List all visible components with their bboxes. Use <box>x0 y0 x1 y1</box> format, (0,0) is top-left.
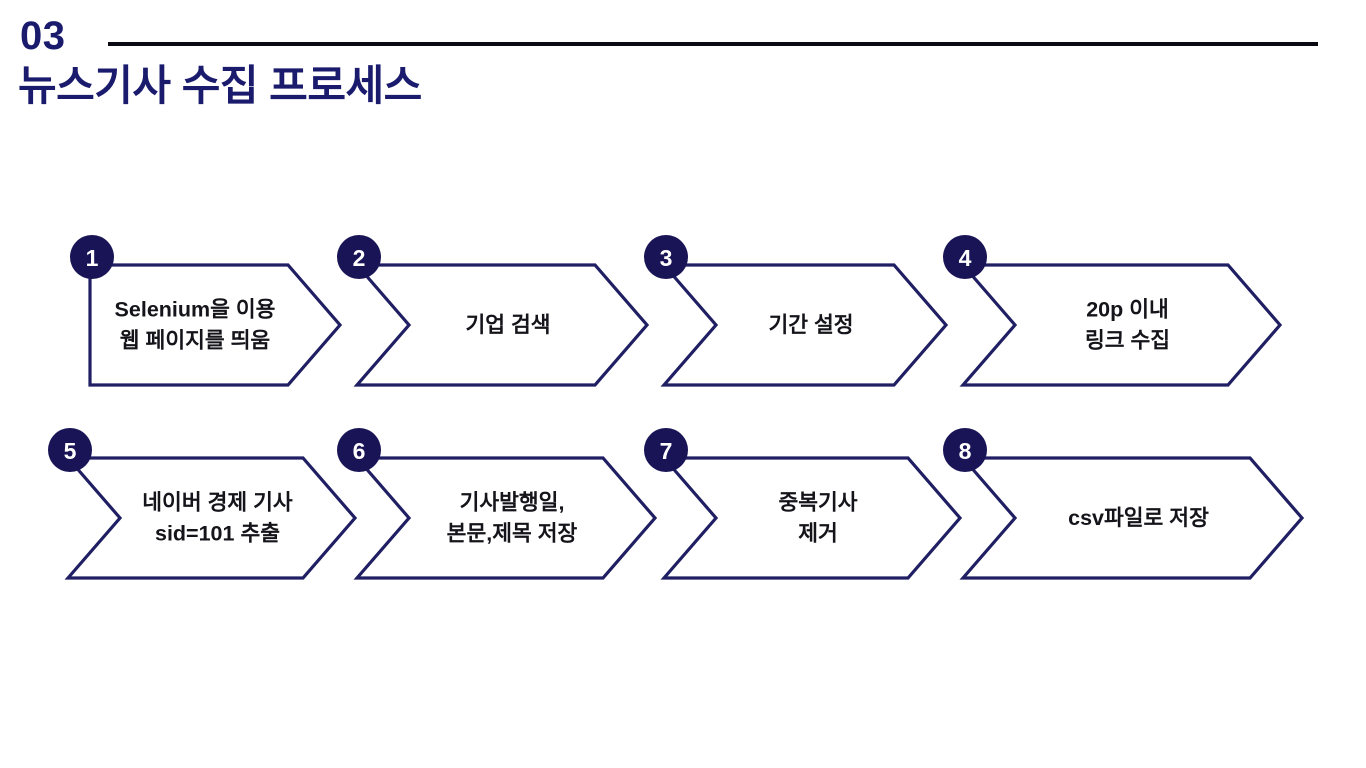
step-label-8: csv파일로 저장 <box>1068 506 1209 530</box>
section-number: 03 <box>20 14 66 58</box>
chevron-shape-6[interactable] <box>353 456 658 580</box>
step-badge-number-4: 4 <box>959 245 972 271</box>
header-divider-rule <box>108 42 1318 46</box>
step-label-line: 20p 이내 <box>1086 298 1169 322</box>
step-label-line: 웹 페이지를 띄움 <box>120 329 271 353</box>
step-badge-4[interactable] <box>943 235 987 279</box>
slide-header: 03 뉴스기사 수집 프로세스 <box>0 0 1366 140</box>
chevron-shape-4[interactable] <box>959 263 1283 387</box>
step-label-line: Selenium을 이용 <box>115 298 276 322</box>
process-step-5[interactable]: 네이버 경제 기사 sid=101 추출 5 <box>48 428 358 580</box>
step-label-line: 본문,제목 저장 <box>447 522 578 546</box>
chevron-shape-7[interactable] <box>660 456 963 580</box>
step-label-line: csv파일로 저장 <box>1068 506 1209 530</box>
step-badge-number-2: 2 <box>353 245 366 271</box>
step-label-line: 네이버 경제 기사 <box>142 491 293 515</box>
step-badge-7[interactable] <box>644 428 688 472</box>
step-label-3: 기간 설정 <box>768 313 853 337</box>
step-badge-number-8: 8 <box>959 438 972 464</box>
step-badge-1[interactable] <box>70 235 114 279</box>
step-badge-5[interactable] <box>48 428 92 472</box>
step-label-line: 링크 수집 <box>1085 329 1170 353</box>
step-badge-8[interactable] <box>943 428 987 472</box>
step-label-line: 기간 설정 <box>768 313 853 337</box>
step-label-2: 기업 검색 <box>465 313 550 337</box>
step-badge-number-6: 6 <box>353 438 366 464</box>
chevron-shape-8[interactable] <box>959 456 1305 580</box>
process-step-3[interactable]: 기간 설정 3 <box>644 235 949 387</box>
step-label-line: 제거 <box>798 522 838 546</box>
chevron-shape-2[interactable] <box>353 263 650 387</box>
step-badge-6[interactable] <box>337 428 381 472</box>
step-label-line: 중복기사 <box>778 491 857 515</box>
step-badge-number-1: 1 <box>86 245 99 271</box>
chevron-shape-1[interactable] <box>88 263 343 387</box>
process-step-6[interactable]: 기사발행일, 본문,제목 저장 6 <box>337 428 658 580</box>
step-label-6: 기사발행일, 본문,제목 저장 <box>447 491 578 546</box>
step-label-line: sid=101 추출 <box>155 522 280 546</box>
process-step-2[interactable]: 기업 검색 2 <box>337 235 650 387</box>
step-badge-2[interactable] <box>337 235 381 279</box>
step-badge-3[interactable] <box>644 235 688 279</box>
step-badge-number-5: 5 <box>64 438 77 464</box>
chevron-shape-3[interactable] <box>660 263 949 387</box>
process-step-8[interactable]: csv파일로 저장 8 <box>943 428 1305 580</box>
step-label-5: 네이버 경제 기사 sid=101 추출 <box>142 491 293 546</box>
step-label-line: 기사발행일, <box>460 491 565 515</box>
chevron-shape-5[interactable] <box>64 456 358 580</box>
step-badge-number-7: 7 <box>660 438 673 464</box>
step-label-line: 기업 검색 <box>465 313 550 337</box>
step-badge-number-3: 3 <box>660 245 673 271</box>
page-title: 뉴스기사 수집 프로세스 <box>18 62 422 109</box>
